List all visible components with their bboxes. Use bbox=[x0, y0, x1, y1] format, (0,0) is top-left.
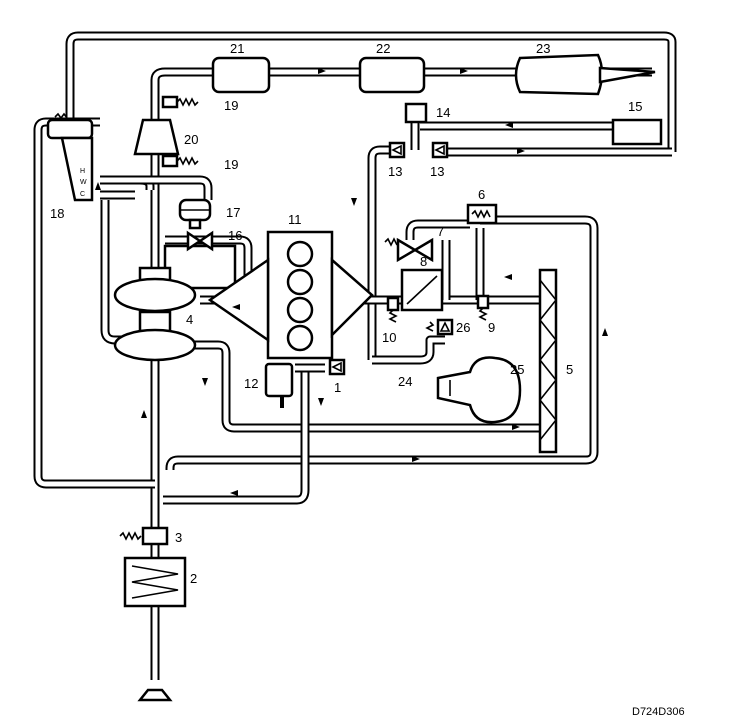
label-4: 4 bbox=[186, 312, 193, 327]
pipe-throttle-bypass bbox=[441, 228, 485, 300]
component-14 bbox=[404, 102, 428, 124]
label-15: 15 bbox=[628, 99, 642, 114]
sensor-3 bbox=[119, 526, 169, 546]
label-19a: 19 bbox=[224, 98, 238, 113]
control-valve-18: H W C bbox=[46, 112, 94, 202]
check-valve-1 bbox=[328, 358, 346, 376]
label-7: 7 bbox=[437, 224, 444, 239]
label-9: 9 bbox=[488, 320, 495, 335]
air-filter-2 bbox=[123, 556, 187, 608]
label-14: 14 bbox=[436, 105, 450, 120]
label-21: 21 bbox=[230, 41, 244, 56]
o2-sensor-19a bbox=[161, 95, 199, 109]
label-6: 6 bbox=[478, 187, 485, 202]
vacuum-pump-12 bbox=[264, 362, 294, 408]
label-2: 2 bbox=[190, 571, 197, 586]
silencer-21 bbox=[211, 56, 271, 94]
label-11: 11 bbox=[288, 212, 302, 227]
check-valve-13b bbox=[431, 141, 449, 159]
flow-arrows bbox=[95, 68, 608, 496]
figure-code: D724D306 bbox=[632, 706, 685, 718]
label-8: 8 bbox=[420, 254, 427, 269]
valve-26 bbox=[425, 318, 454, 336]
silencer-22 bbox=[358, 56, 426, 94]
actuator-17 bbox=[178, 198, 212, 230]
intake-mouth bbox=[137, 688, 173, 702]
label-18: 18 bbox=[50, 206, 64, 221]
tailpipe bbox=[598, 66, 656, 84]
check-valve-13a bbox=[388, 141, 406, 159]
intercooler-5 bbox=[538, 268, 558, 454]
turbocharger-4 bbox=[113, 266, 197, 362]
component-15 bbox=[611, 118, 663, 146]
callout-labels: 1 2 3 4 5 6 7 8 9 10 11 12 13 13 14 15 1… bbox=[50, 41, 642, 586]
valve18-port-c: C bbox=[80, 191, 85, 198]
label-12: 12 bbox=[244, 376, 258, 391]
label-16: 16 bbox=[228, 228, 242, 243]
engine-11 bbox=[207, 230, 374, 360]
o2-sensor-19b bbox=[161, 154, 199, 168]
silencer-23 bbox=[514, 53, 604, 96]
label-25: 25 bbox=[510, 362, 524, 377]
label-22: 22 bbox=[376, 41, 390, 56]
label-13b: 13 bbox=[430, 164, 444, 179]
label-3: 3 bbox=[175, 530, 182, 545]
label-17: 17 bbox=[226, 205, 240, 220]
label-23: 23 bbox=[536, 41, 550, 56]
label-10: 10 bbox=[382, 330, 396, 345]
label-26: 26 bbox=[456, 320, 470, 335]
valve18-port-w: W bbox=[80, 179, 87, 186]
throttle-body-8 bbox=[384, 237, 444, 312]
valve-6 bbox=[466, 203, 498, 225]
brake-booster-25 bbox=[436, 356, 522, 424]
pipe-13-down bbox=[367, 145, 398, 360]
valve18-port-h: H bbox=[80, 168, 85, 175]
label-13a: 13 bbox=[388, 164, 402, 179]
sensor-9 bbox=[476, 294, 490, 321]
label-24: 24 bbox=[398, 374, 412, 389]
sensor-10 bbox=[386, 296, 400, 323]
catalyst-20 bbox=[133, 118, 180, 156]
pipe-18-down bbox=[100, 200, 125, 345]
label-19b: 19 bbox=[224, 157, 238, 172]
label-5: 5 bbox=[566, 362, 573, 377]
label-20: 20 bbox=[184, 132, 198, 147]
label-1: 1 bbox=[334, 380, 341, 395]
